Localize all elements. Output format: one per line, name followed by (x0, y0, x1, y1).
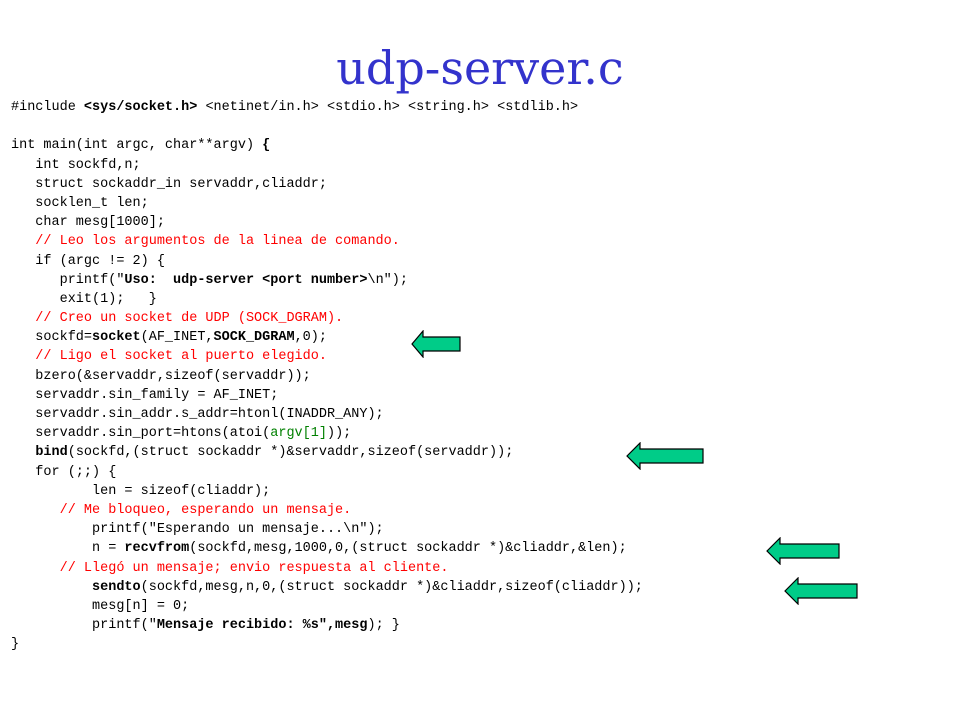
code-token: len = sizeof(cliaddr); (11, 483, 271, 499)
code-line: int main(int argc, char**argv) { (11, 136, 643, 155)
code-token: <sys/socket.h> (83, 100, 198, 115)
code-token: (sockfd,mesg,n,0,(struct sockaddr *)&cli… (140, 579, 643, 595)
code-token: } (11, 637, 20, 653)
code-token: (sockfd,(struct sockaddr *)&servaddr,siz… (67, 445, 514, 461)
arrow-sendto-icon (784, 577, 858, 605)
code-line: len = sizeof(cliaddr); (11, 482, 643, 501)
code-token: int main(int argc, char**argv) (11, 138, 263, 154)
code-token: \n"); (367, 272, 408, 288)
code-line: printf("Uso: udp-server <port number>\n"… (11, 271, 643, 290)
code-line: printf("Esperando un mensaje...\n"); (11, 520, 643, 539)
code-line: char mesg[1000]; (11, 213, 643, 232)
code-line: #include <sys/socket.h> <netinet/in.h> <… (11, 98, 643, 117)
code-comment: // Ligo el socket al puerto elegido. (11, 349, 327, 365)
code-token: ); } (367, 618, 400, 634)
code-line: n = recvfrom(sockfd,mesg,1000,0,(struct … (11, 539, 643, 558)
code-line: servaddr.sin_family = AF_INET; (11, 386, 643, 405)
code-line: // Leo los argumentos de la linea de com… (11, 232, 643, 251)
code-token: sockfd= (11, 330, 93, 346)
code-token: { (262, 138, 271, 154)
code-token (11, 580, 92, 595)
code-token: <netinet/in.h> <stdio.h> <string.h> <std… (197, 100, 579, 115)
code-token: printf("Esperando un mensaje...\n"); (11, 522, 384, 538)
code-token: servaddr.sin_family = AF_INET; (11, 387, 279, 403)
code-token: )); (326, 426, 352, 442)
code-token: int sockfd,n; (11, 157, 141, 173)
code-token: Uso: udp-server <port number> (124, 272, 368, 288)
code-line: servaddr.sin_port=htons(atoi(argv[1])); (11, 424, 643, 443)
code-line: bzero(&servaddr,sizeof(servaddr)); (11, 367, 643, 386)
code-line: servaddr.sin_addr.s_addr=htonl(INADDR_AN… (11, 405, 643, 424)
code-token: mesg[n] = 0; (11, 598, 190, 614)
code-token: socklen_t len; (11, 195, 149, 211)
code-token: exit(1); } (11, 291, 157, 307)
code-line: mesg[n] = 0; (11, 597, 643, 616)
code-token: servaddr.sin_addr.s_addr=htonl(INADDR_AN… (11, 407, 384, 422)
code-line: socklen_t len; (11, 194, 643, 213)
code-token: bzero(&servaddr,sizeof(servaddr)); (11, 368, 311, 384)
code-token: struct sockaddr_in servaddr,cliaddr; (11, 176, 327, 192)
code-token: (sockfd,mesg,1000,0,(struct sockaddr *)&… (189, 541, 627, 557)
arrow-bind-icon (626, 442, 704, 470)
code-line: exit(1); } (11, 290, 643, 309)
code-token: argv[1] (270, 426, 327, 442)
code-comment: // Creo un socket de UDP (SOCK_DGRAM). (11, 311, 344, 327)
code-token: bind (35, 445, 68, 461)
code-line: int sockfd,n; (11, 156, 643, 175)
code-token: socket (92, 330, 141, 346)
code-token: SOCK_DGRAM (213, 330, 295, 346)
code-token: servaddr.sin_port=htons(atoi( (11, 426, 271, 442)
code-comment: // Me bloqueo, esperando un mensaje. (11, 502, 352, 518)
slide-title: udp-server.c (336, 41, 624, 95)
code-token: char mesg[1000]; (11, 215, 165, 231)
code-comment: // Leo los argumentos de la linea de com… (11, 234, 400, 250)
code-line: struct sockaddr_in servaddr,cliaddr; (11, 175, 643, 194)
code-comment: // Llegó un mensaje; envio respuesta al … (11, 560, 449, 576)
code-line (11, 117, 643, 136)
code-token: Mensaje recibido: %s",mesg (156, 618, 368, 634)
code-token: #include (11, 100, 84, 115)
code-line: // Llegó un mensaje; envio respuesta al … (11, 559, 643, 578)
code-token: printf(" (11, 272, 125, 288)
code-line: sendto(sockfd,mesg,n,0,(struct sockaddr … (11, 578, 643, 597)
code-token: if (argc != 2) { (11, 253, 165, 269)
arrow-socket-icon (411, 330, 461, 358)
code-line: bind(sockfd,(struct sockaddr *)&servaddr… (11, 443, 643, 462)
code-token: for (;;) { (11, 464, 117, 480)
code-token: sendto (92, 579, 141, 595)
code-line: printf("Mensaje recibido: %s",mesg); } (11, 616, 643, 635)
code-token: n = (11, 541, 125, 557)
code-line: // Creo un socket de UDP (SOCK_DGRAM). (11, 309, 643, 328)
code-line: // Ligo el socket al puerto elegido. (11, 347, 643, 366)
code-token (11, 445, 35, 460)
code-token: printf(" (11, 618, 157, 634)
code-line: // Me bloqueo, esperando un mensaje. (11, 501, 643, 520)
code-line: sockfd=socket(AF_INET,SOCK_DGRAM,0); (11, 328, 643, 347)
code-token: (AF_INET, (140, 330, 214, 346)
arrow-recvfrom-icon (766, 537, 840, 565)
code-token: recvfrom (124, 541, 190, 557)
code-token: ,0); (294, 330, 327, 346)
code-listing: #include <sys/socket.h> <netinet/in.h> <… (11, 98, 643, 654)
code-line: } (11, 635, 643, 654)
code-line: for (;;) { (11, 463, 643, 482)
code-line: if (argc != 2) { (11, 252, 643, 271)
